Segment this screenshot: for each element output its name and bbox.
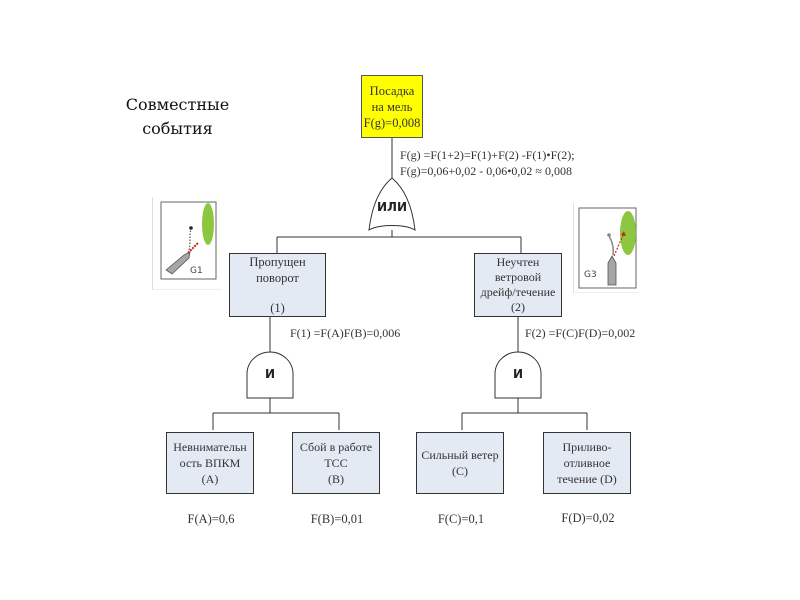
title-line-2: события (142, 119, 213, 138)
scenario-g3-illustration: G3 (573, 203, 639, 293)
intermediate-event-2-box: Неучтен ветровой дрейф/течение (2) (474, 253, 562, 317)
event-2-line-4: (2) (511, 300, 525, 314)
and-gate-2-shape (494, 351, 542, 399)
top-formula-line-2: F(g)=0,06+0,02 - 0,06•0,02 ≈ 0,008 (400, 164, 572, 178)
top-formula: F(g) =F(1+2)=F(1)+F(2) -F(1)•F(2); F(g)=… (400, 147, 575, 179)
vessel-track (187, 242, 199, 254)
event-1-line-1: Пропущен (249, 255, 306, 269)
event-c-line-2: (C) (452, 464, 468, 478)
top-event-line-2: на мель (371, 99, 413, 114)
event-1-formula: F(1) =F(A)F(B)=0,006 (290, 326, 401, 340)
top-formula-line-1: F(g) =F(1+2)=F(1)+F(2) -F(1)•F(2); (400, 148, 575, 162)
event-b-line-3: (B) (328, 472, 344, 486)
title-line-1: Совместные (125, 95, 230, 114)
scenario-g1-label: G1 (190, 266, 203, 276)
scenario-g3-label: G3 (584, 270, 597, 280)
event-b-line-1: Сбой в работе (299, 440, 373, 454)
event-1-line-2: поворот (256, 271, 299, 285)
top-event-line-3: F(g)=0,008 (363, 115, 421, 130)
basic-event-c-box: Сильный ветер (C) (416, 432, 504, 494)
event-c-line-1: Сильный ветер (421, 448, 499, 462)
and-gate-1-shape (246, 351, 294, 399)
probability-a: F(A)=0,6 (187, 512, 235, 526)
and-gate-2-label: И (512, 367, 524, 381)
event-2-line-1: Неучтен (496, 255, 540, 269)
obstacle-shoal (202, 203, 214, 245)
top-event-box: Посадка на мель F(g)=0,008 (361, 75, 423, 138)
probability-d: F(D)=0,02 (561, 511, 615, 525)
event-d-line-2: отливное (563, 456, 611, 470)
planned-track (608, 235, 614, 256)
event-2-line-3: дрейф/течение (480, 285, 556, 299)
basic-event-a-box: Невнимательн ость ВПКМ (A) (166, 432, 254, 494)
event-2-formula: F(2) =F(C)F(D)=0,002 (525, 326, 636, 340)
obstacle-shoal (620, 211, 636, 255)
grounding-drift-icon (578, 207, 637, 289)
probability-b: F(B)=0,01 (310, 512, 364, 526)
event-a-line-2: ость ВПКМ (179, 456, 241, 470)
or-gate-shape (368, 177, 416, 231)
vessel-shape (607, 255, 617, 286)
top-event-line-1: Посадка (369, 83, 415, 98)
event-d-line-1: Приливо- (562, 440, 612, 454)
and-gate-1-label: И (264, 367, 276, 381)
vessel-shape (165, 251, 191, 275)
intermediate-event-1-box: Пропущен поворот (1) (229, 253, 326, 317)
or-gate-label: ИЛИ (376, 200, 408, 214)
event-b-line-2: ТСС (324, 456, 348, 470)
grounding-turn-missed-icon (160, 201, 217, 280)
event-1-spacer (230, 286, 325, 300)
drift-track (613, 232, 625, 257)
basic-event-d-box: Приливо- отливное течение (D) (543, 432, 631, 494)
event-d-line-3: течение (D) (557, 472, 617, 486)
basic-event-b-box: Сбой в работе ТСС (B) (292, 432, 380, 494)
probability-c: F(C)=0,1 (437, 512, 485, 526)
event-1-line-4: (1) (270, 301, 285, 315)
event-a-line-1: Невнимательн (173, 440, 247, 454)
event-2-line-2: ветровой (494, 270, 542, 284)
scenario-g1-illustration: G1 (152, 197, 222, 290)
diagram-title: Совместные события (110, 93, 245, 141)
event-a-line-3: (A) (201, 472, 219, 486)
